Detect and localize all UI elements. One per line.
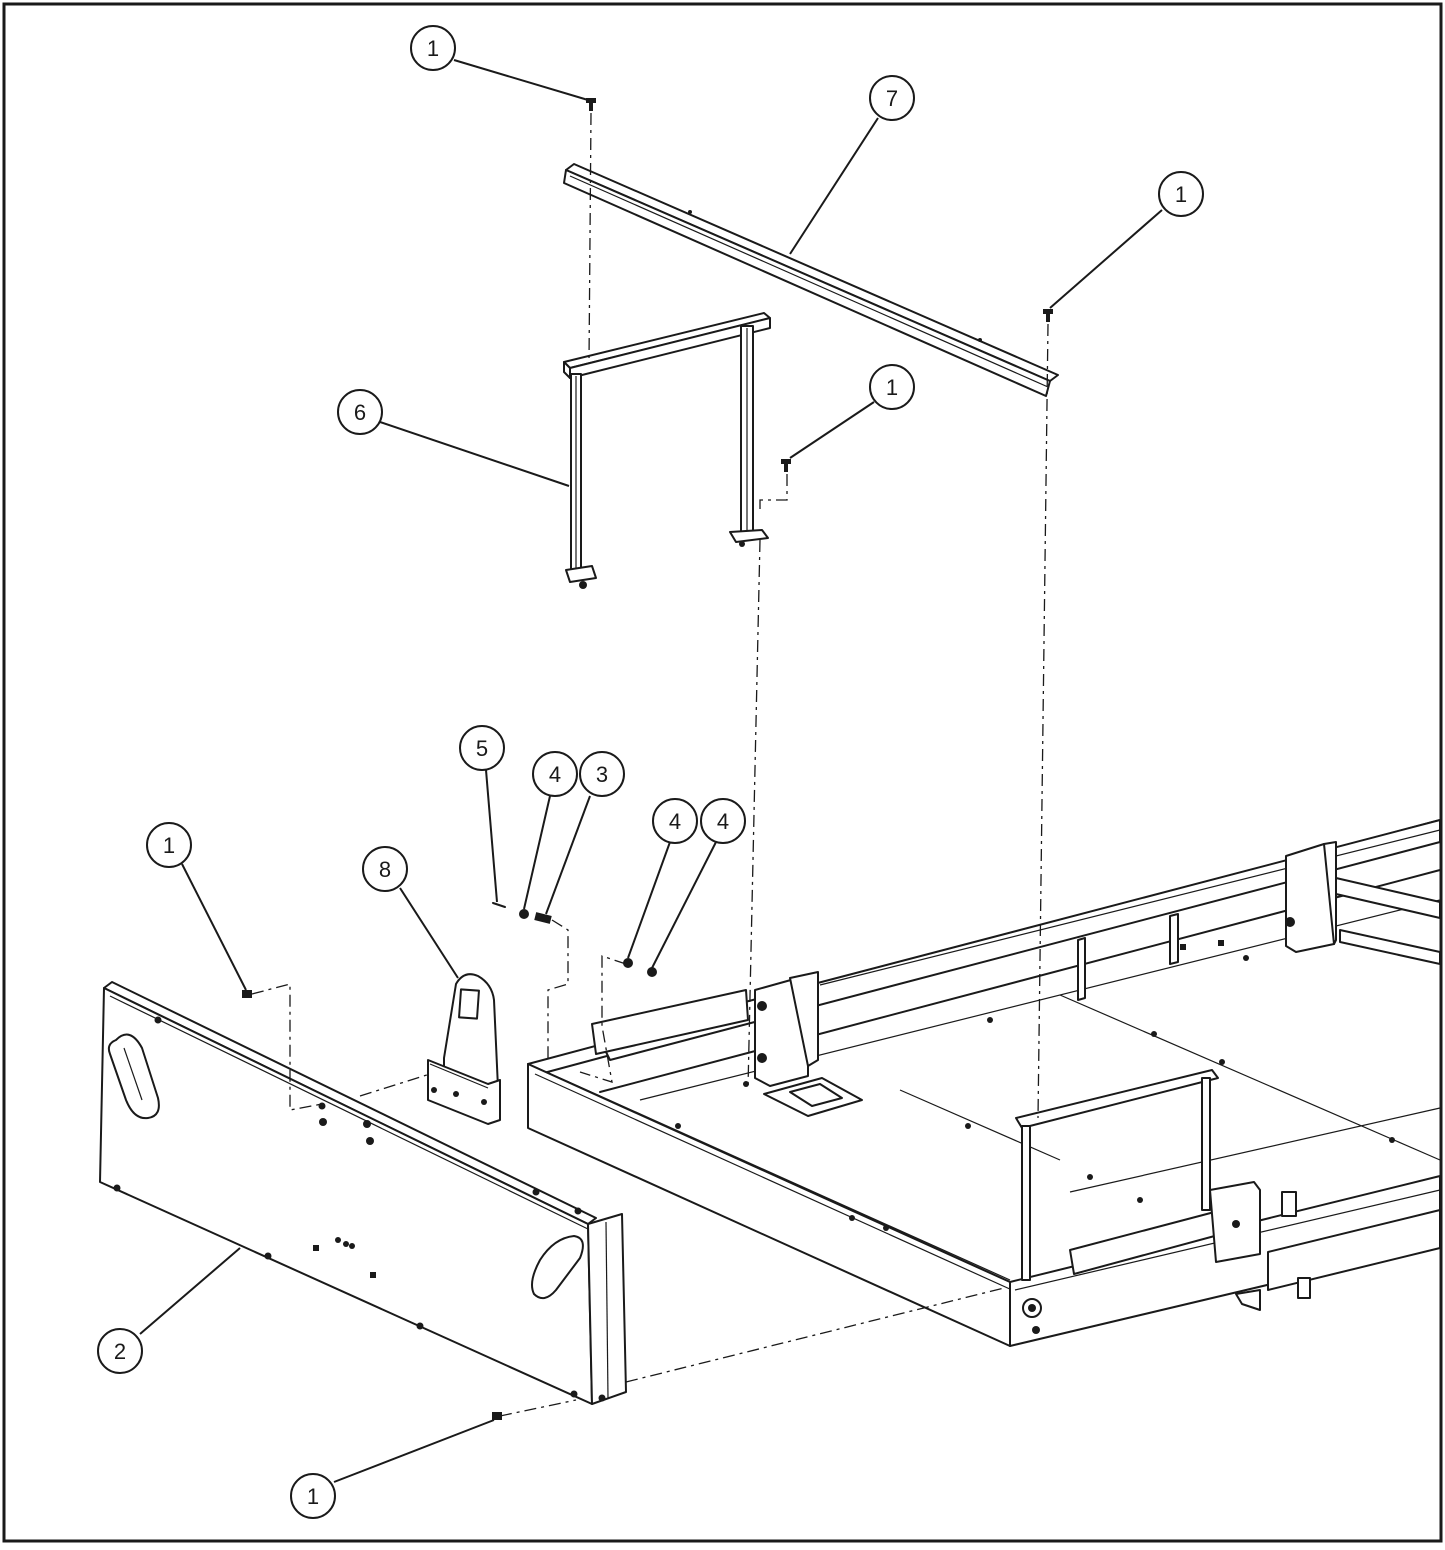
callout-label: 2: [114, 1339, 126, 1364]
callout-label: 1: [1175, 182, 1187, 207]
callout-label: 1: [886, 375, 898, 400]
bracket: [427, 973, 501, 1125]
callout-4-a: 4: [532, 751, 578, 797]
callout-5: 5: [459, 725, 505, 771]
bolt-panel-bottom: [492, 1412, 502, 1420]
callout-4-b: 4: [652, 798, 698, 844]
callout-label: 6: [354, 400, 366, 425]
rear-panel: [99, 981, 627, 1405]
bolt-panel: [242, 990, 252, 998]
callout-6: 6: [337, 389, 383, 435]
bolt-top-left: [586, 98, 596, 111]
callout-1-top-left: 1: [410, 25, 456, 71]
callout-label: 1: [163, 833, 175, 858]
callout-label: 1: [427, 36, 439, 61]
callout-label: 4: [549, 762, 561, 787]
callout-label: 5: [476, 736, 488, 761]
callout-1-panel: 1: [146, 822, 192, 868]
callout-7: 7: [869, 75, 915, 121]
callout-1-brace: 1: [869, 364, 915, 410]
cross-rail: [563, 163, 1059, 397]
screw-washer-nut-stack-left: [492, 902, 552, 924]
callout-leaders: [139, 59, 1163, 1483]
chassis-frame: [527, 819, 1441, 1347]
bolt-top-right: [1043, 309, 1053, 322]
callout-label: 3: [596, 762, 608, 787]
callout-3: 3: [579, 751, 625, 797]
callout-label: 1: [307, 1484, 319, 1509]
brace-frame: [563, 312, 771, 589]
callout-label: 7: [886, 86, 898, 111]
assembly-centerlines: [251, 112, 1049, 1417]
callout-8: 8: [362, 846, 408, 892]
callout-label: 4: [669, 809, 681, 834]
washer-stack-right: [623, 958, 657, 977]
callout-label: 8: [379, 857, 391, 882]
callout-2: 2: [97, 1328, 143, 1374]
callout-1-bottom: 1: [290, 1473, 336, 1519]
bolt-brace: [781, 459, 791, 472]
callout-label: 4: [717, 809, 729, 834]
callout-4-c: 4: [700, 798, 746, 844]
callout-1-top-right: 1: [1158, 171, 1204, 217]
